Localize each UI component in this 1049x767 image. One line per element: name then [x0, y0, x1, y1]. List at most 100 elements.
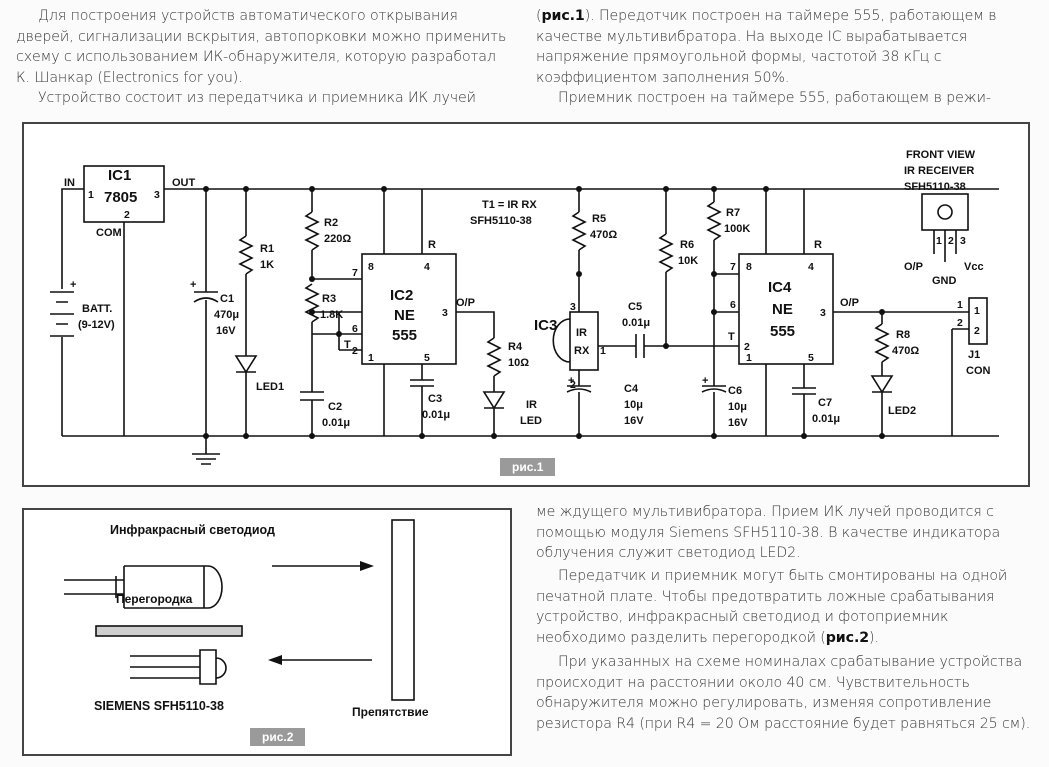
svg-text:1: 1	[974, 305, 980, 317]
front-view-body	[921, 193, 969, 231]
ir-led-label: Инфракрасный светодиод	[110, 523, 275, 537]
ic3-name: IC3	[534, 317, 557, 334]
svg-text:O/P: O/P	[456, 297, 475, 309]
col3-paragraph-2: Передатчик и приемник могут быть смонтир…	[536, 568, 1008, 646]
svg-text:0.01μ: 0.01μ	[422, 409, 450, 421]
svg-text:2: 2	[124, 209, 130, 221]
svg-text:0.01μ: 0.01μ	[622, 317, 650, 329]
svg-text:R8: R8	[896, 329, 910, 341]
svg-text:220Ω: 220Ω	[324, 233, 351, 245]
r6-symbol	[658, 233, 674, 273]
note-sfh: SFH5110-38	[470, 215, 532, 227]
r7-symbol	[706, 201, 722, 241]
r3-symbol	[304, 283, 320, 323]
svg-text:2: 2	[570, 379, 576, 391]
svg-text:1: 1	[600, 345, 606, 357]
svg-text:NE: NE	[394, 307, 415, 324]
r1-name: R1	[260, 243, 274, 255]
led2-symbol	[870, 375, 894, 436]
ic2-name: IC2	[390, 287, 413, 304]
svg-text:GND: GND	[932, 275, 957, 287]
svg-text:R3: R3	[322, 293, 336, 305]
svg-text:IR: IR	[576, 327, 587, 339]
svg-text:8: 8	[368, 261, 374, 273]
col2-paragraph-1: (рис.1). Передотчик построен на таймере …	[536, 8, 997, 86]
svg-text:10K: 10K	[678, 255, 698, 267]
j1-value: CON	[966, 365, 991, 377]
ic1-type: 7805	[104, 189, 137, 206]
partition-bar	[95, 625, 243, 637]
svg-text:2: 2	[974, 325, 980, 337]
svg-text:IR RECEIVER: IR RECEIVER	[904, 165, 974, 177]
ic4-name: IC4	[768, 279, 792, 296]
svg-text:6: 6	[730, 299, 736, 311]
col3-paragraph-1: ме ждущего мультивибратора. Прием ИК луч…	[536, 504, 1001, 561]
figure-2-illustration: Инфракрасный светодиод Перегородка SIEME…	[22, 508, 512, 756]
svg-text:+: +	[70, 279, 76, 291]
j1-name: J1	[968, 349, 980, 361]
battery-label: BATT.	[82, 303, 112, 315]
svg-text:RX: RX	[574, 345, 590, 357]
svg-text:7: 7	[352, 267, 358, 279]
svg-text:1: 1	[368, 352, 374, 364]
ground-symbol	[192, 436, 220, 465]
j1-connector	[968, 297, 988, 345]
partition-label: Перегородка	[116, 592, 193, 606]
svg-text:4: 4	[808, 261, 814, 273]
note-t1: T1 = IR RX	[482, 199, 537, 211]
svg-text:T: T	[728, 331, 735, 343]
svg-text:IR: IR	[526, 399, 537, 411]
svg-text:5: 5	[424, 352, 430, 364]
r4-symbol	[486, 337, 502, 377]
svg-text:5: 5	[808, 352, 814, 364]
svg-text:0.01μ: 0.01μ	[812, 413, 840, 425]
svg-text:C4: C4	[624, 383, 639, 395]
ic1-com-label: COM	[96, 227, 122, 239]
col2-paragraph-2: Приемник построен на таймере 555, работа…	[558, 90, 991, 106]
ic1-name: IC1	[108, 167, 131, 184]
col1-paragraph-1: Для построения устройств автоматического…	[16, 8, 507, 86]
svg-text:R: R	[428, 239, 436, 251]
battery-value: (9-12V)	[78, 319, 115, 331]
svg-text:R: R	[814, 239, 822, 251]
svg-text:10Ω: 10Ω	[508, 357, 529, 369]
svg-text:T: T	[344, 339, 351, 351]
ir-led-drawing	[115, 565, 223, 609]
figure-1-schematic: IC1 7805 1 3 2 IN OUT COM + BATT. (9-12V…	[22, 122, 1030, 487]
svg-text:4: 4	[424, 261, 430, 273]
svg-text:C3: C3	[428, 393, 442, 405]
c1-value: 470μ	[214, 309, 239, 321]
led1-label: LED1	[256, 381, 284, 393]
ic2-box	[361, 253, 457, 365]
ic1-in-label: IN	[64, 177, 75, 189]
svg-text:1.8K: 1.8K	[320, 309, 343, 321]
svg-text:7: 7	[730, 261, 736, 273]
r2-symbol	[304, 211, 320, 251]
svg-text:LED: LED	[520, 415, 542, 427]
c1-volt: 16V	[216, 325, 236, 337]
r1-symbol	[238, 235, 254, 275]
sensor-label: SIEMENS SFH5110-38	[94, 699, 224, 713]
svg-text:3: 3	[154, 189, 160, 201]
c1-symbol	[193, 189, 219, 436]
svg-text:6: 6	[352, 323, 358, 335]
svg-text:+: +	[190, 279, 196, 291]
figure-2-tag: рис.2	[250, 728, 306, 746]
battery-symbol	[50, 291, 74, 337]
obstacle-label: Препятствие	[352, 705, 429, 719]
svg-text:0.01μ: 0.01μ	[322, 417, 350, 429]
svg-text:SFH5110-38: SFH5110-38	[904, 181, 966, 193]
svg-text:+: +	[702, 375, 708, 387]
fig2-reference: рис.2	[825, 629, 870, 646]
svg-text:1: 1	[957, 299, 963, 311]
svg-text:1: 1	[746, 352, 752, 364]
svg-text:10μ: 10μ	[624, 399, 643, 411]
c2-symbol	[300, 391, 324, 436]
svg-text:100K: 100K	[724, 223, 750, 235]
svg-text:3: 3	[960, 235, 966, 247]
svg-text:2: 2	[957, 317, 963, 329]
svg-text:555: 555	[770, 323, 795, 340]
svg-text:1: 1	[936, 235, 942, 247]
r5-symbol	[571, 211, 587, 251]
ic3-box	[569, 311, 599, 371]
